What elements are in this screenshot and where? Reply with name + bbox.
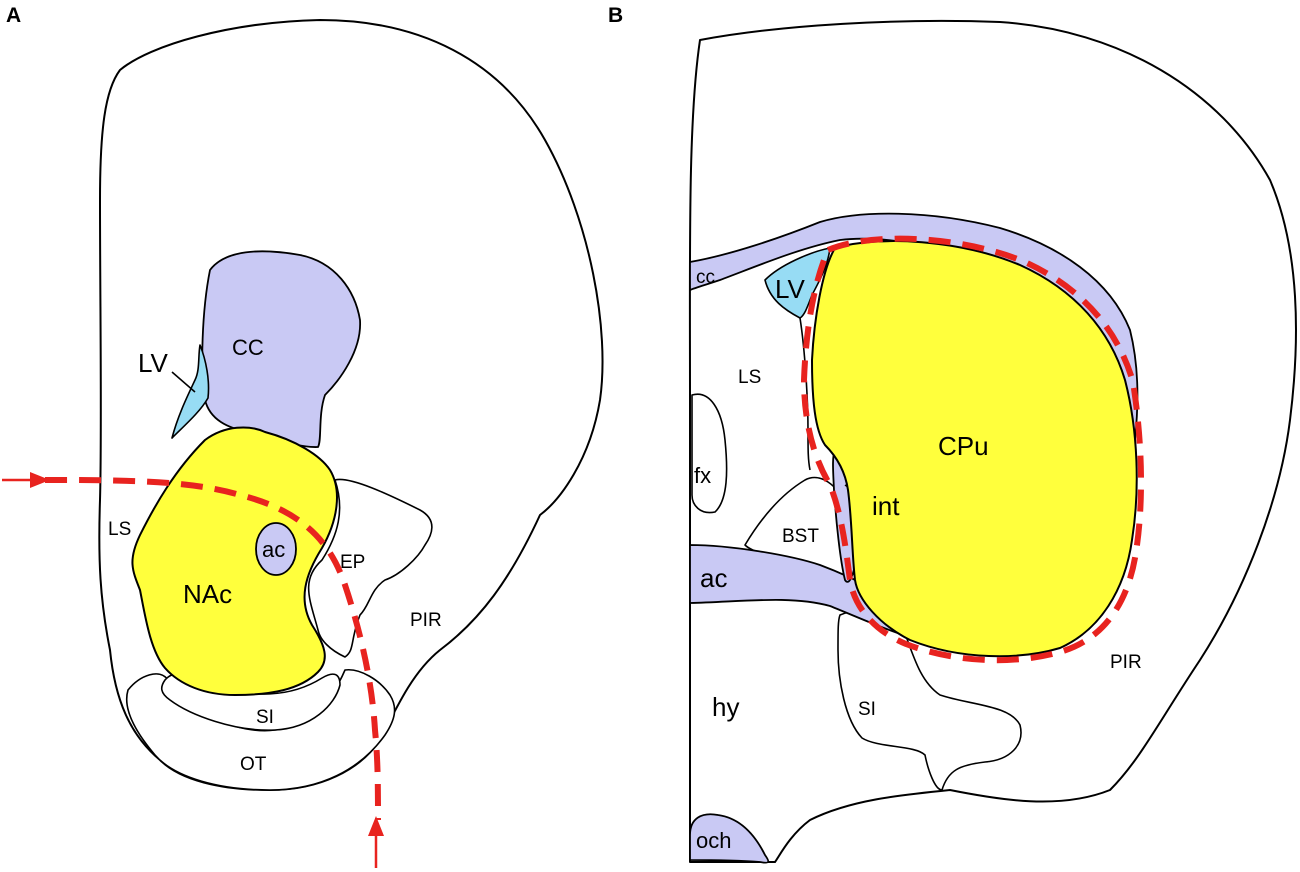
- panel-a-bottom-arrowhead: [368, 816, 384, 836]
- panel-b-label-int: int: [872, 491, 900, 521]
- panel-b-label-bst: BST: [782, 526, 819, 547]
- panel-b-label-och: och: [696, 828, 731, 853]
- panel-a-label-ep: EP: [340, 552, 365, 573]
- panel-b-label-pir: PIR: [1110, 652, 1142, 673]
- panel-a-lv-region: [171, 344, 210, 439]
- panel-a-label-pir: PIR: [410, 610, 442, 631]
- panel-a-label-cc: CC: [232, 335, 264, 360]
- panel-a-letter: A: [6, 4, 21, 27]
- panel-b: B cc LV LS fx CPu int BST ac: [608, 4, 1297, 864]
- panel-b-si-region: [837, 610, 1022, 791]
- panel-b-label-fx: fx: [694, 463, 711, 488]
- panel-b-label-hy: hy: [712, 692, 739, 722]
- panel-a-label-ot: OT: [240, 754, 267, 775]
- panel-b-label-ls: LS: [738, 367, 761, 388]
- panel-a: A CC LV LS NAc ac EP PIR SI OT: [2, 4, 604, 868]
- panel-b-cpu-dashed-outline: [800, 235, 1145, 664]
- panel-b-label-ac: ac: [700, 563, 727, 593]
- panel-a-label-nac: NAc: [183, 579, 232, 609]
- panel-b-label-cc: cc: [696, 267, 715, 288]
- panel-b-cpu-region: [811, 240, 1138, 658]
- panel-a-left-arrowhead: [30, 472, 50, 488]
- panel-a-label-lv: LV: [138, 348, 169, 378]
- panel-b-letter: B: [608, 4, 623, 27]
- panel-b-och-region: [689, 813, 770, 864]
- panel-b-label-cpu: CPu: [938, 431, 989, 461]
- panel-a-ep-region: [307, 478, 433, 658]
- panel-a-cut-line: [44, 477, 381, 821]
- panel-a-label-ls: LS: [108, 519, 131, 540]
- panel-b-label-si: SI: [858, 699, 876, 720]
- panel-a-label-si: SI: [256, 707, 274, 728]
- panel-b-label-lv: LV: [775, 274, 806, 304]
- panel-a-nac-region: [131, 426, 338, 696]
- panel-a-lv-leader-line: [171, 371, 196, 393]
- panel-a-label-ac: ac: [262, 537, 285, 562]
- panel-b-fx-region: [691, 393, 728, 514]
- panel-a-ac-region: [255, 522, 297, 576]
